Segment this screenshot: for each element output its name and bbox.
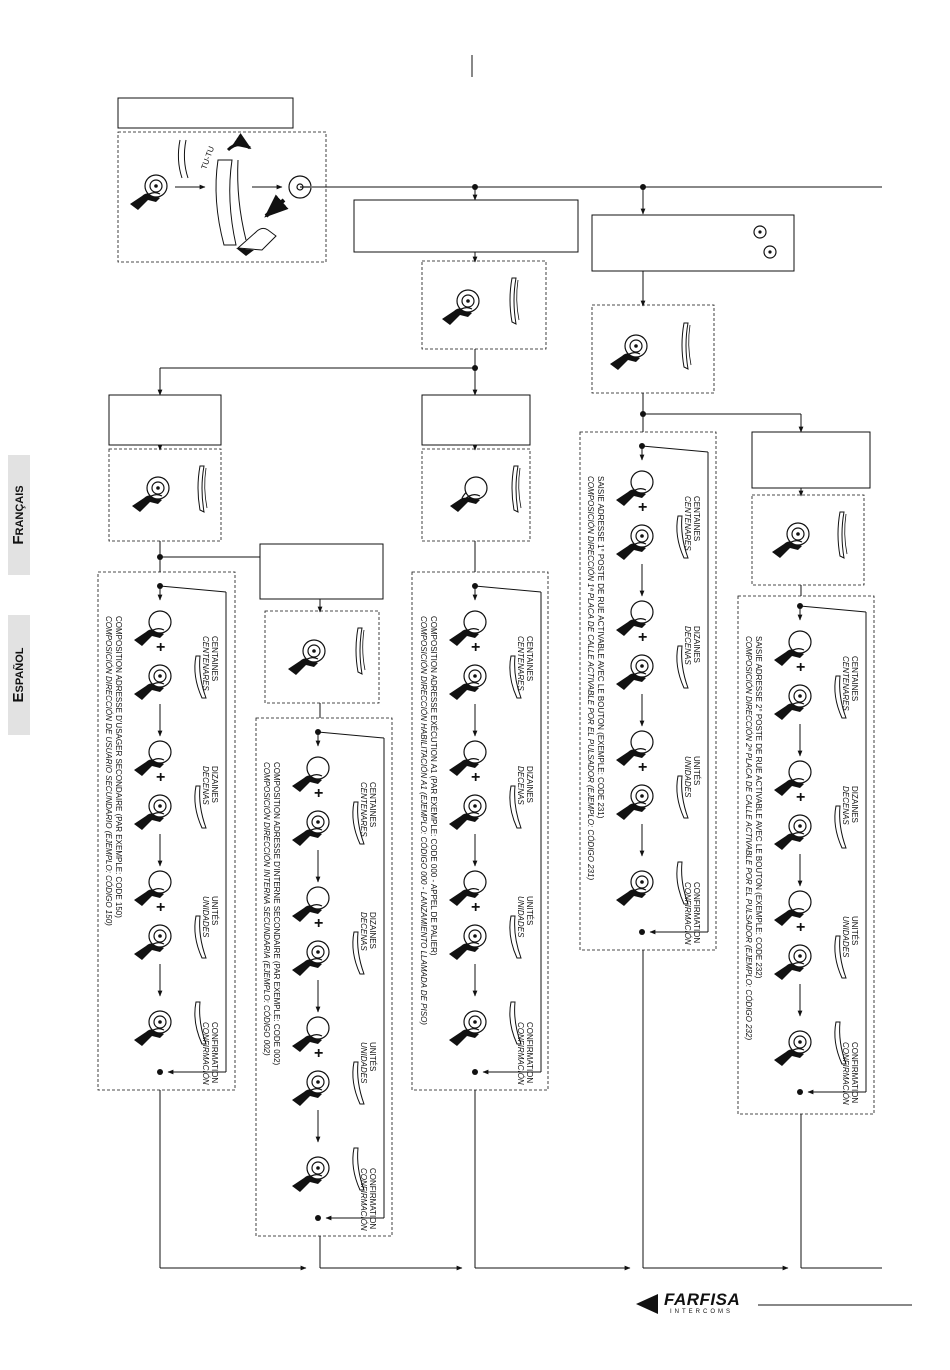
logo-brand: FARFISA <box>664 1290 741 1309</box>
digit-label-es: UNIDADES <box>683 756 692 798</box>
confirm-label-fr: CONFIRMATION <box>850 1042 859 1103</box>
step-box-start <box>117 97 294 129</box>
confirm-label-es: CONFIRMACIÓN <box>516 1022 525 1085</box>
digit-label-fr: CENTAINES <box>850 656 859 701</box>
procedure-box-col2 <box>255 717 393 1237</box>
step-box-mid <box>353 199 579 253</box>
procedure-title-es: COMPOSICIÓN DIRECCIÓN HABILITACIÓN A1 (E… <box>419 616 428 1025</box>
digit-label-fr: UNITÉS <box>210 896 219 925</box>
tab-espanol[interactable]: Español <box>8 615 30 735</box>
plus-sign: + <box>638 759 647 776</box>
digit-label-fr: UNITÉS <box>692 756 701 785</box>
procedure-title-fr: COMPOSITION ADRESSE D'INTERNE SECONDAIRE… <box>272 762 281 1066</box>
confirm-label-es: CONFIRMACIÓN <box>359 1168 368 1231</box>
confirm-label-fr: CONFIRMATION <box>368 1168 377 1229</box>
digit-label-es: UNIDADES <box>359 1042 368 1084</box>
confirm-label-fr: CONFIRMATION <box>692 882 701 943</box>
plus-sign: + <box>314 915 323 932</box>
plus-sign: + <box>314 1045 323 1062</box>
logo-sub: INTERCOMS <box>670 1309 733 1315</box>
confirm-label-es: CONFIRMACIÓN <box>683 882 692 945</box>
procedure-box-col3 <box>411 571 549 1091</box>
digit-label-fr: DIZAINES <box>692 626 701 663</box>
digit-label-fr: CENTAINES <box>210 636 219 681</box>
plus-sign: + <box>796 919 805 936</box>
procedure-box-col5 <box>737 595 875 1115</box>
farfisa-logo: FARFISA INTERCOMS <box>636 1290 756 1318</box>
confirm-label-es: CONFIRMACIÓN <box>841 1042 850 1105</box>
tab-francais[interactable]: Français <box>8 455 30 575</box>
digit-label-es: UNIDADES <box>516 896 525 938</box>
digit-label-es: DECENAS <box>683 626 692 665</box>
plus-sign: + <box>638 499 647 516</box>
digit-label-fr: CENTAINES <box>525 636 534 681</box>
digit-label-fr: DIZAINES <box>210 766 219 803</box>
plus-sign: + <box>156 899 165 916</box>
digit-label-fr: DIZAINES <box>850 786 859 823</box>
digit-label-es: DECENAS <box>516 766 525 805</box>
digit-label-es: UNIDADES <box>841 916 850 958</box>
plus-sign: + <box>156 639 165 656</box>
procedure-title-es: COMPOSICIÓN DIRECCIÓN DE USUARIO SECUNDA… <box>104 616 113 926</box>
plus-sign: + <box>638 629 647 646</box>
confirm-label-es: CONFIRMACIÓN <box>201 1022 210 1085</box>
digit-label-es: CENTENARES <box>683 496 692 551</box>
digit-label-es: CENTENARES <box>516 636 525 691</box>
digit-label-fr: UNITÉS <box>850 916 859 945</box>
procedure-title-fr: SAISIE ADRESSE 1° POSTE DE RUE ACTIVABLE… <box>596 476 605 819</box>
procedure-box-col1 <box>97 571 236 1091</box>
confirm-label-fr: CONFIRMATION <box>210 1022 219 1083</box>
step-dashed-start <box>117 131 327 263</box>
procedure-title-es: COMPOSICIÓN DIRECCIÓN INTERNA SECUNDARIA… <box>262 762 271 1056</box>
digit-label-es: DECENAS <box>841 786 850 825</box>
confirm-label-fr: CONFIRMATION <box>525 1022 534 1083</box>
procedure-title-es: COMPOSICIÓN DIRECCIÓN 2ª PLACA DE CALLE … <box>744 636 753 1040</box>
digit-label-es: CENTENARES <box>841 656 850 711</box>
plus-sign: + <box>471 639 480 656</box>
digit-label-es: CENTENARES <box>359 782 368 837</box>
digit-label-es: UNIDADES <box>201 896 210 938</box>
plus-sign: + <box>471 769 480 786</box>
procedure-title-es: COMPOSICIÓN DIRECCIÓN 1ª PLACA DE CALLE … <box>586 476 595 880</box>
digit-label-fr: UNITÉS <box>525 896 534 925</box>
tu-tu-label: TU-TU <box>199 145 216 171</box>
tab-francais-label: Français <box>10 485 27 545</box>
plus-sign: + <box>156 769 165 786</box>
plus-sign: + <box>796 789 805 806</box>
digit-label-fr: DIZAINES <box>368 912 377 949</box>
digit-label-fr: UNITÉS <box>368 1042 377 1071</box>
procedure-title-fr: COMPOSITION ADRESSE D'USAGER SECONDAIRE … <box>114 616 123 918</box>
digit-label-es: DECENAS <box>359 912 368 951</box>
plus-sign: + <box>471 899 480 916</box>
digit-label-fr: CENTAINES <box>368 782 377 827</box>
step-box-right <box>591 214 795 272</box>
digit-label-fr: CENTAINES <box>692 496 701 541</box>
digit-label-fr: DIZAINES <box>525 766 534 803</box>
plus-sign: + <box>796 659 805 676</box>
logo-mark-icon <box>636 1294 658 1314</box>
procedure-title-fr: SAISIE ADRESSE 2° POSTE DE RUE ACTIVABLE… <box>754 636 763 979</box>
procedure-title-fr: COMPOSITION ADRESSE EXÉCUTION A1 (PAR EX… <box>429 616 438 956</box>
plus-sign: + <box>314 785 323 802</box>
procedure-box-col4 <box>579 431 717 951</box>
digit-label-es: CENTENARES <box>201 636 210 691</box>
tab-espanol-label: Español <box>10 647 27 703</box>
digit-label-es: DECENAS <box>201 766 210 805</box>
